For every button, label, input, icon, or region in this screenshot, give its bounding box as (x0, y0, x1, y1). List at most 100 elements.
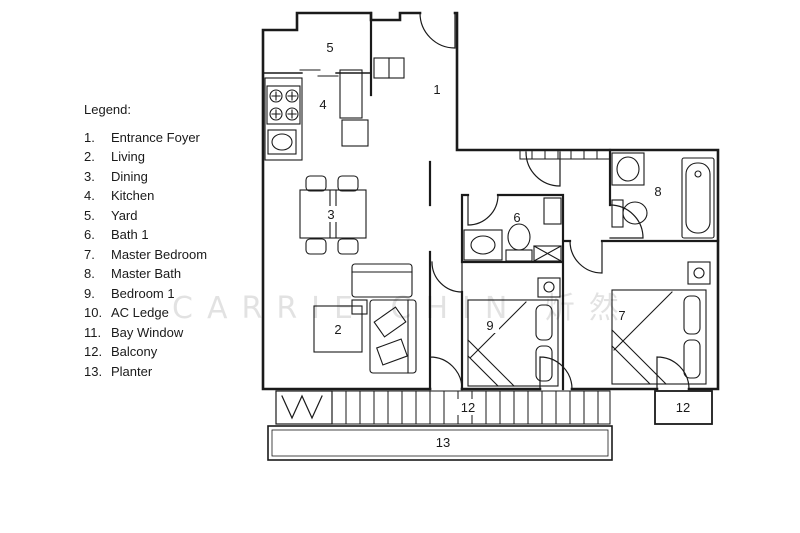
legend-item-label: Balcony (111, 344, 158, 359)
nightstand (687, 261, 711, 285)
master-bath-toilet-bowl (622, 201, 648, 225)
bath1-shelf (543, 197, 562, 225)
room-label-balcony-right: 12 (676, 400, 690, 415)
bath1-sink (470, 235, 496, 255)
legend-item-label: Master Bath (111, 266, 182, 281)
master-bath-fixtures (611, 152, 715, 239)
legend-item-number: 1. (84, 129, 95, 145)
legend-item-label: Bay Window (111, 324, 184, 340)
room-label-yard: 5 (326, 40, 333, 55)
legend-item-label: Living (111, 149, 145, 164)
bedroom1-door (431, 261, 463, 293)
legend-item-label: Bedroom 1 (111, 285, 175, 301)
legend-item-label: Entrance Foyer (111, 129, 200, 145)
doors (419, 12, 690, 390)
bath1-fixtures (463, 197, 562, 262)
legend: Legend: 1.Entrance Foyer 2.Living 3.Dini… (84, 100, 207, 381)
kitchen-sink-basin (271, 133, 293, 151)
room-label-dining: 3 (327, 207, 334, 222)
legend-item-label: Bath 1 (111, 227, 149, 242)
planter-inner (271, 429, 609, 457)
watermark: CARRIE CHIN 炘然 (172, 291, 633, 326)
kitchen-appliance (341, 119, 369, 147)
legend-item: 6. Bath 1 (84, 225, 207, 245)
room-label-kitchen: 4 (319, 97, 326, 112)
dining-chair (337, 238, 359, 255)
dining-chair (305, 238, 327, 255)
pillow (683, 339, 701, 379)
stove-burner-icons (269, 89, 299, 121)
legend-item: 7.Master Bedroom (84, 245, 207, 265)
legend-item: 8. Master Bath (84, 264, 207, 284)
legend-item-number: 6. (84, 227, 95, 242)
legend-item: 9.Bedroom 1 (84, 284, 207, 304)
legend-item-number: 2. (84, 149, 95, 164)
legend-item: 2. Living (84, 147, 207, 167)
legend-item-number: 4. (84, 188, 95, 203)
sofa-pillow (373, 306, 407, 338)
master-balcony-door (656, 356, 690, 390)
burner-icon (285, 89, 299, 103)
sofa (369, 299, 417, 374)
room-labels: 5 4 1 3 6 8 2 9 7 12 12 13 (319, 40, 690, 450)
nightstand-lamp (543, 281, 555, 293)
corridor-window-frame (519, 149, 611, 160)
label-halos (321, 206, 499, 415)
balcony-right-box (654, 390, 713, 425)
legend-item-number: 3. (84, 168, 95, 184)
stove (266, 85, 301, 125)
bathtub-drain (694, 170, 702, 178)
burner-icon (269, 89, 283, 103)
legend-item-label: Yard (111, 207, 138, 223)
legend-item: 1. Entrance Foyer (84, 128, 207, 148)
legend-item-number: 12. (84, 344, 103, 359)
legend-item: 4.Kitchen (84, 186, 207, 206)
master-bedroom-door (569, 240, 603, 274)
label-halo (481, 318, 499, 333)
legend-item-number: 8. (84, 266, 95, 281)
pillow (683, 295, 701, 335)
legend-item-number: 5. (84, 207, 95, 223)
legend-item: 11.Bay Window (84, 323, 207, 343)
room-label-bath1: 6 (513, 210, 520, 225)
burner-cross (271, 91, 281, 101)
dining-chair (337, 175, 359, 192)
bay-window (275, 390, 333, 425)
burner-cross (287, 109, 297, 119)
interior-walls (369, 11, 720, 391)
bay-window-glazing (281, 394, 323, 420)
bath1-shaft-x (533, 245, 562, 262)
label-halo (455, 399, 481, 415)
room-label-master-bath: 8 (654, 184, 661, 199)
bedroom1-bed (467, 299, 559, 387)
room-label-living: 2 (334, 322, 341, 337)
yard-sliding-door (299, 69, 339, 77)
dining-table (299, 189, 367, 239)
kitchen-sink (267, 129, 297, 155)
master-bed (611, 289, 707, 385)
bath1-shaft (533, 245, 562, 262)
legend-item: 12. Balcony (84, 342, 207, 362)
kitchen-counter (264, 77, 303, 161)
corridor-door (525, 151, 561, 187)
planter-outline (267, 425, 613, 461)
bedroom1-balcony-door (539, 356, 573, 390)
nightstand (537, 277, 561, 298)
living-rug (313, 305, 363, 353)
legend-title: Legend: (84, 102, 131, 117)
corridor-window-mullions (531, 149, 598, 160)
living-balcony-door (429, 356, 463, 390)
kitchen-fixtures (264, 69, 369, 161)
legend-item-number: 7. (84, 246, 95, 262)
bath1-toilet-bowl (507, 223, 531, 251)
nightstand-lamp (693, 267, 705, 279)
burner-icon (285, 107, 299, 121)
legend-item-number: 10. (84, 305, 103, 320)
bedroom1-furniture (467, 277, 561, 387)
label-halo (321, 206, 341, 222)
dining-chair (305, 175, 327, 192)
living-furniture (313, 263, 417, 374)
master-bath-sink (616, 156, 640, 182)
